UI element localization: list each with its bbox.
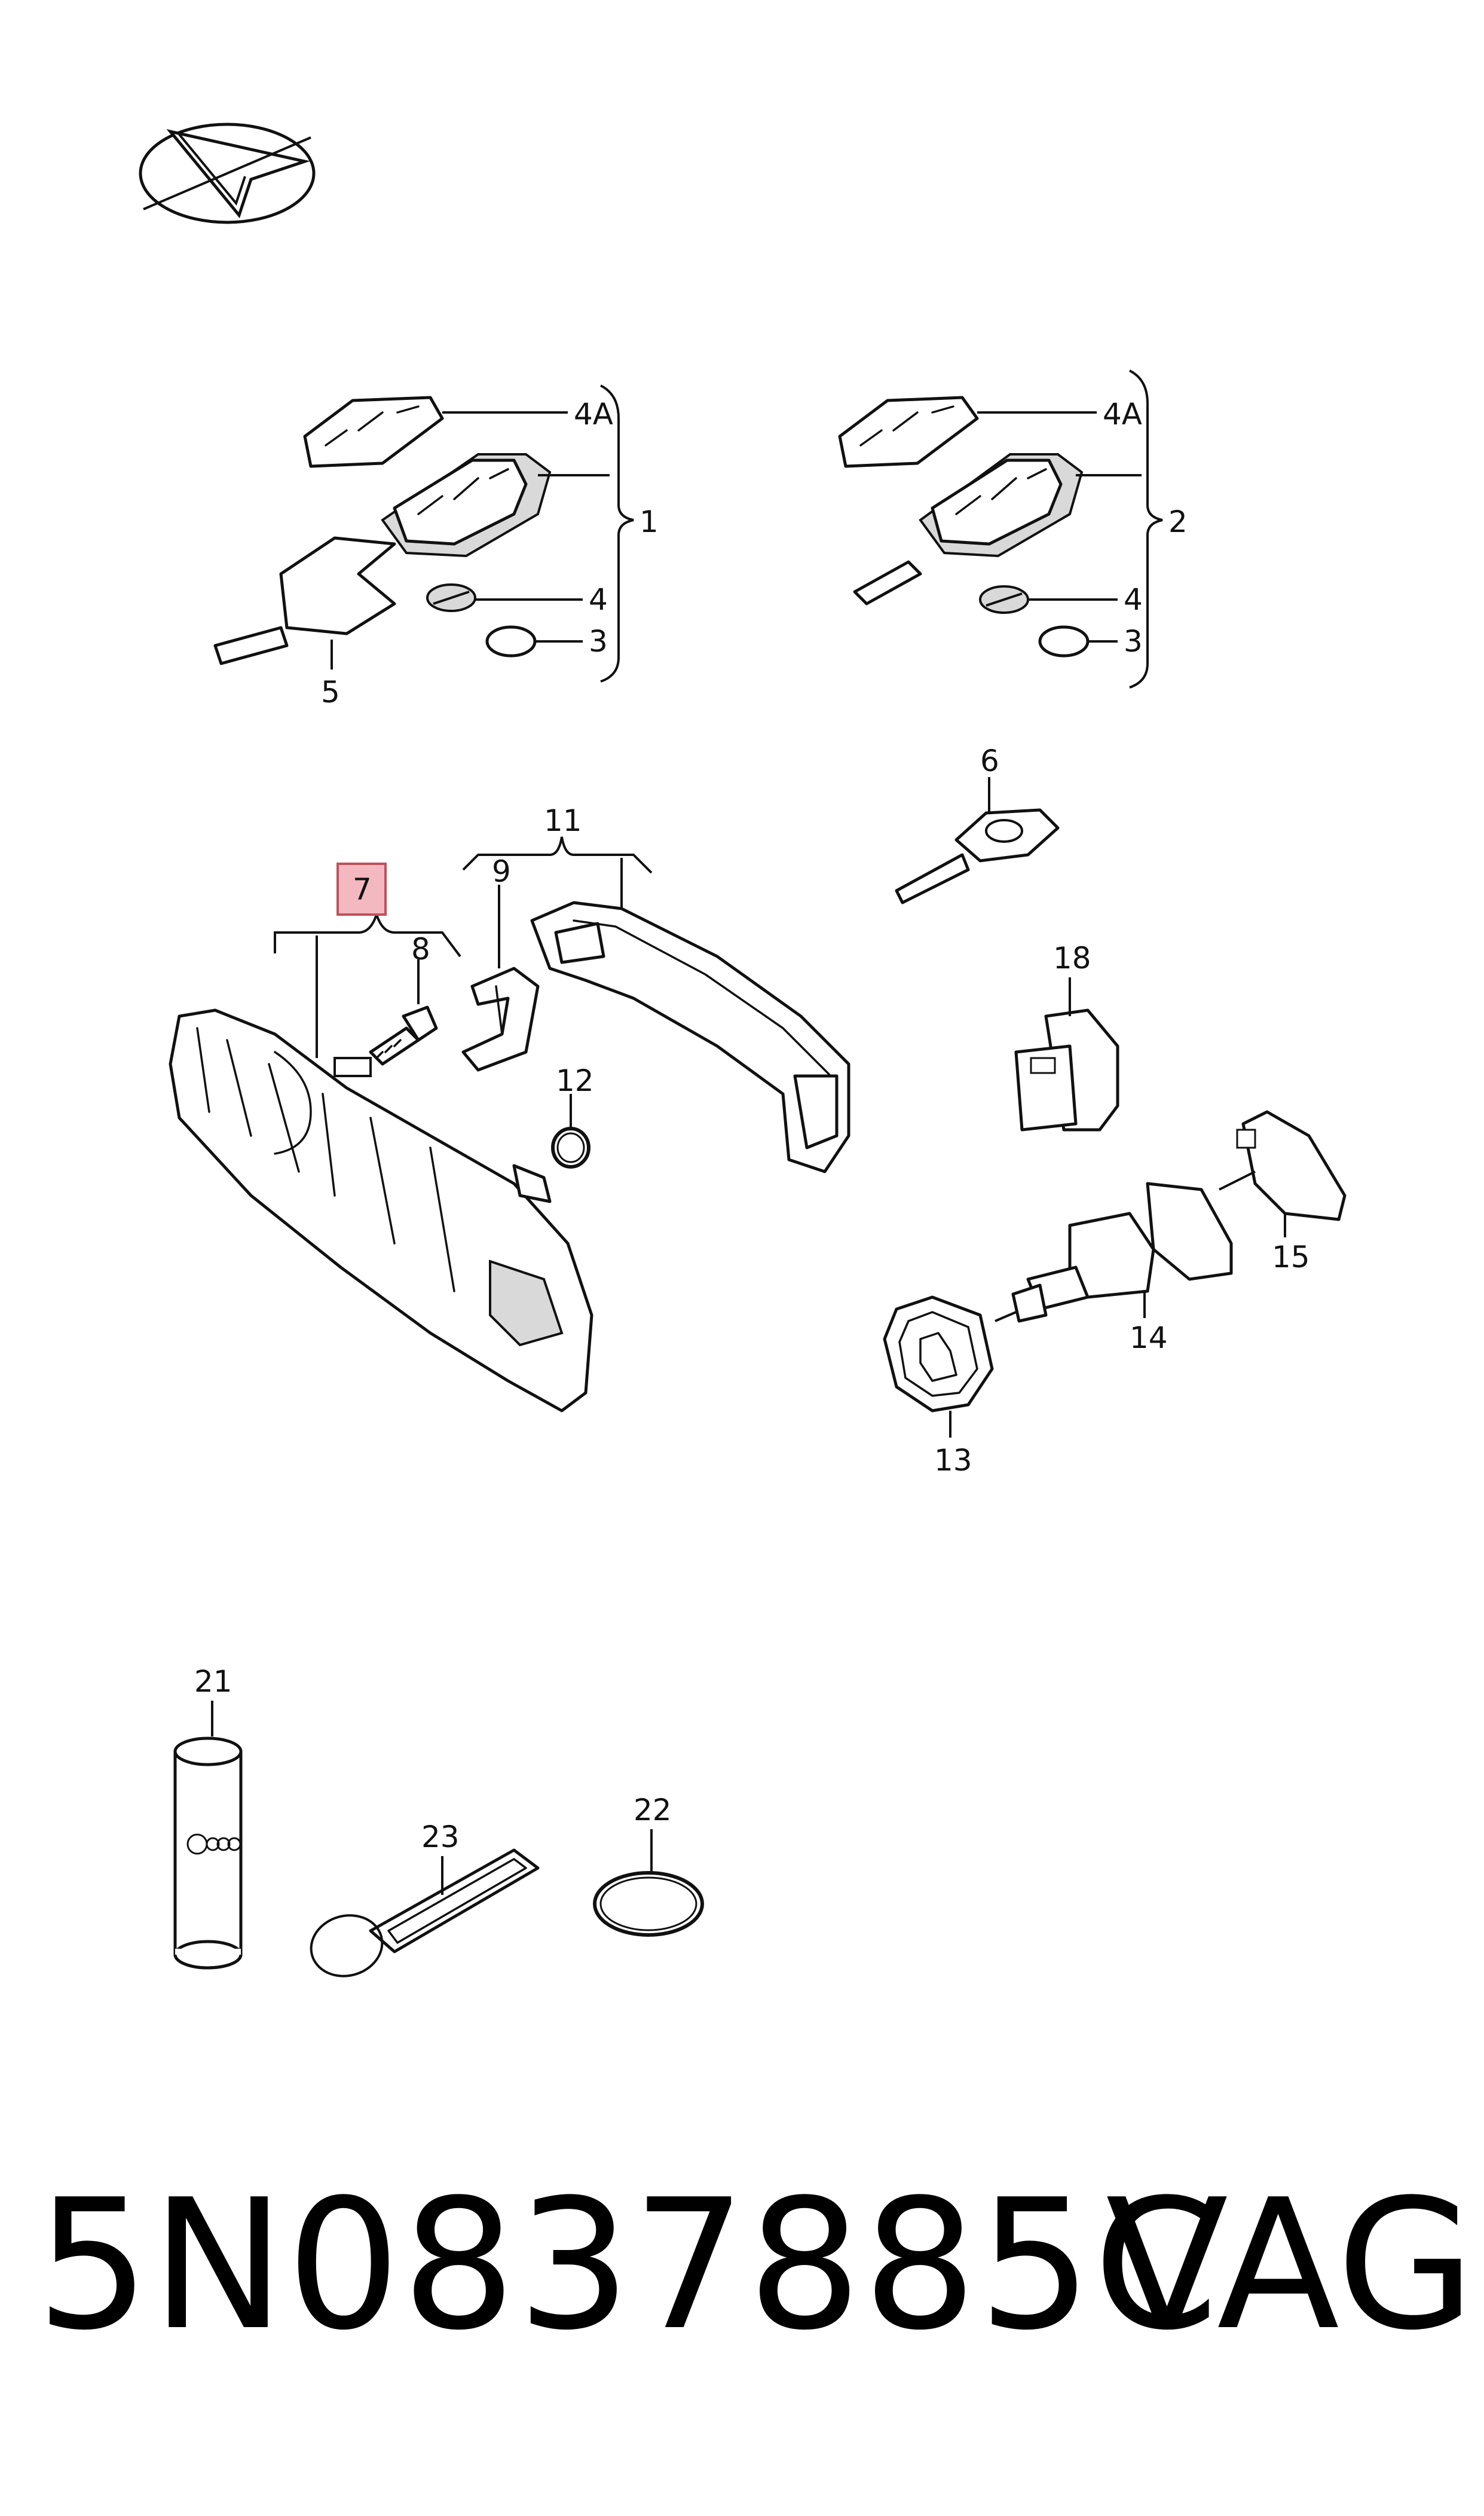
callout-12: 12 [556, 1063, 594, 1098]
callout-14: 14 [1130, 1320, 1168, 1355]
callout-4A-left: 4A [574, 397, 613, 432]
key-assembly-2 [838, 369, 1163, 689]
highlight-box-7 [336, 863, 387, 916]
callout-8: 8 [411, 932, 430, 967]
callout-5: 5 [321, 675, 340, 710]
callout-21: 21 [194, 1664, 232, 1699]
callout-22: 22 [634, 1793, 672, 1827]
callout-1: 1 [640, 505, 659, 539]
cleaning-can-21 [173, 1701, 243, 1970]
screw-8 [369, 959, 438, 1066]
callout-7: 7 [353, 872, 372, 907]
cap-18 [1014, 977, 1119, 1132]
callout-2: 2 [1168, 505, 1188, 539]
handle-bracket-7 [169, 910, 593, 1413]
callout-18: 18 [1053, 941, 1091, 976]
callout-4-right: 4 [1124, 582, 1143, 617]
callout-23: 23 [421, 1820, 460, 1854]
ring-22 [593, 1829, 704, 1937]
part-number: 5N0837885C [36, 2161, 1220, 2370]
lock-cylinder-14 [995, 1182, 1233, 1323]
insert-9 [461, 885, 540, 1072]
callout-6: 6 [980, 744, 999, 778]
brand-label: VAG [1106, 2161, 1476, 2370]
handle-11 [462, 836, 850, 1173]
cover-15 [1219, 1110, 1347, 1237]
callout-13: 13 [934, 1443, 972, 1478]
key-tag-23 [310, 1848, 540, 1977]
o-ring-12 [551, 1094, 590, 1169]
callout-11: 11 [544, 803, 582, 838]
callout-4-left: 4 [589, 582, 608, 617]
key-6 [895, 777, 1060, 904]
callout-3-right: 3 [1124, 624, 1143, 659]
key-assembly-1 [213, 384, 634, 683]
callout-15: 15 [1272, 1240, 1310, 1274]
seal-13 [883, 1295, 994, 1438]
callout-3-left: 3 [589, 624, 608, 659]
callout-4A-right: 4A [1103, 397, 1142, 432]
orientation-logo [139, 123, 316, 224]
callout-9: 9 [492, 854, 511, 889]
